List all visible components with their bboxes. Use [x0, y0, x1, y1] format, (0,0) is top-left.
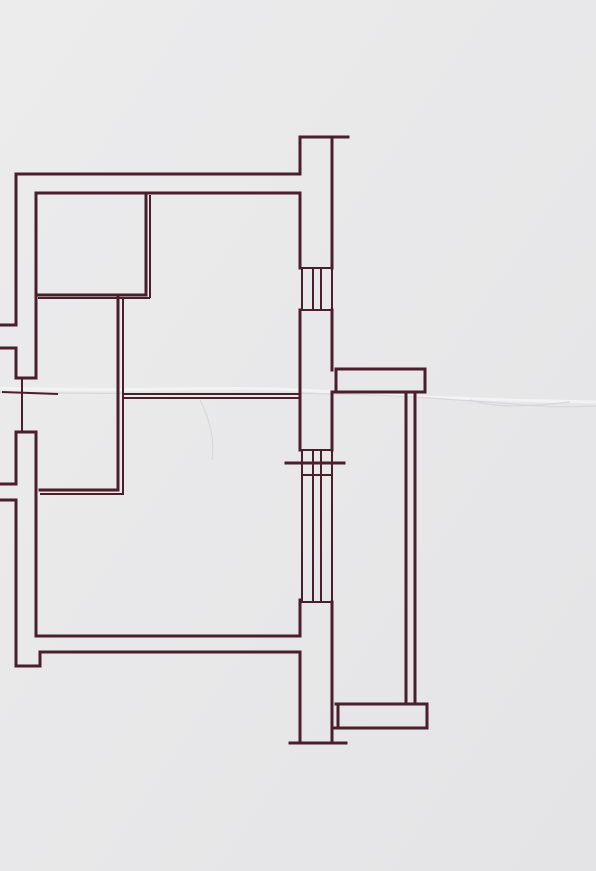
inner-wall [34, 191, 302, 638]
room-middle-left [38, 296, 124, 495]
paper-crease-small [199, 399, 214, 461]
room-top-left [34, 193, 151, 299]
door-opening-left [1, 378, 59, 432]
window-upper [301, 267, 333, 311]
window-lower [284, 449, 346, 603]
paper-crease-right [469, 399, 571, 407]
outer-wall [0, 135, 350, 745]
balcony [334, 367, 429, 730]
main-room-partition [123, 393, 300, 399]
facade-wall [298, 135, 334, 745]
fold-crease [0, 391, 596, 408]
